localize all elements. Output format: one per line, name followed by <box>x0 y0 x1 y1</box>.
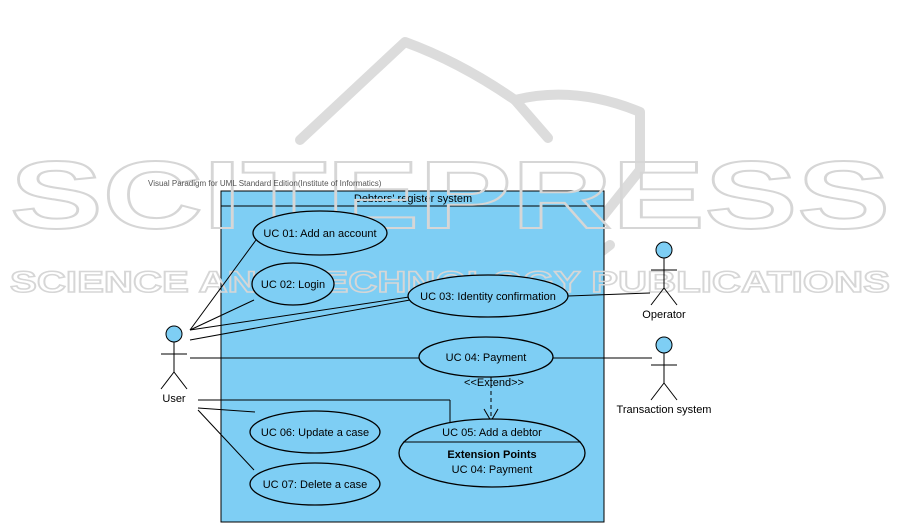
use-case-uc01[interactable]: UC 01: Add an account <box>252 210 388 256</box>
uc05-extension-points-title: Extension Points <box>447 449 536 461</box>
system-title: Debtors' register system <box>354 193 472 205</box>
uc05-extension-point-item: UC 04: Payment <box>452 464 533 476</box>
transaction-system-head-icon <box>655 336 673 354</box>
uc07-label: UC 07: Delete a case <box>263 479 368 491</box>
actor-operator-label: Operator <box>642 309 686 321</box>
actor-user-label: User <box>162 393 186 405</box>
tool-note: Visual Paradigm for UML Standard Edition… <box>148 179 382 188</box>
use-case-uc07[interactable]: UC 07: Delete a case <box>249 462 381 506</box>
extend-label: <<Extend>> <box>464 377 524 389</box>
use-case-uc04[interactable]: UC 04: Payment <box>418 336 554 378</box>
actor-transaction-system-label: Transaction system <box>617 404 712 416</box>
uc02-label: UC 02: Login <box>261 279 325 291</box>
uc06-label: UC 06: Update a case <box>261 427 369 439</box>
use-case-uc03[interactable]: UC 03: Identity confirmation <box>407 274 569 318</box>
user-head-icon <box>165 325 183 343</box>
actor-transaction-system[interactable] <box>650 336 678 401</box>
use-case-uc05[interactable]: UC 05: Add a debtor Extension Points UC … <box>398 418 586 488</box>
association-lines <box>189 239 652 471</box>
uc05-label: UC 05: Add a debtor <box>442 427 542 439</box>
use-case-uc06[interactable]: UC 06: Update a case <box>249 410 381 454</box>
operator-head-icon <box>655 241 673 259</box>
actor-operator[interactable] <box>650 241 678 306</box>
actor-user[interactable] <box>160 325 188 390</box>
uc03-label: UC 03: Identity confirmation <box>420 291 556 303</box>
uc04-label: UC 04: Payment <box>446 352 527 364</box>
watermark-title: SCITEPRESS <box>10 142 890 249</box>
uc01-label: UC 01: Add an account <box>263 228 376 240</box>
use-case-uc02[interactable]: UC 02: Login <box>251 262 335 306</box>
